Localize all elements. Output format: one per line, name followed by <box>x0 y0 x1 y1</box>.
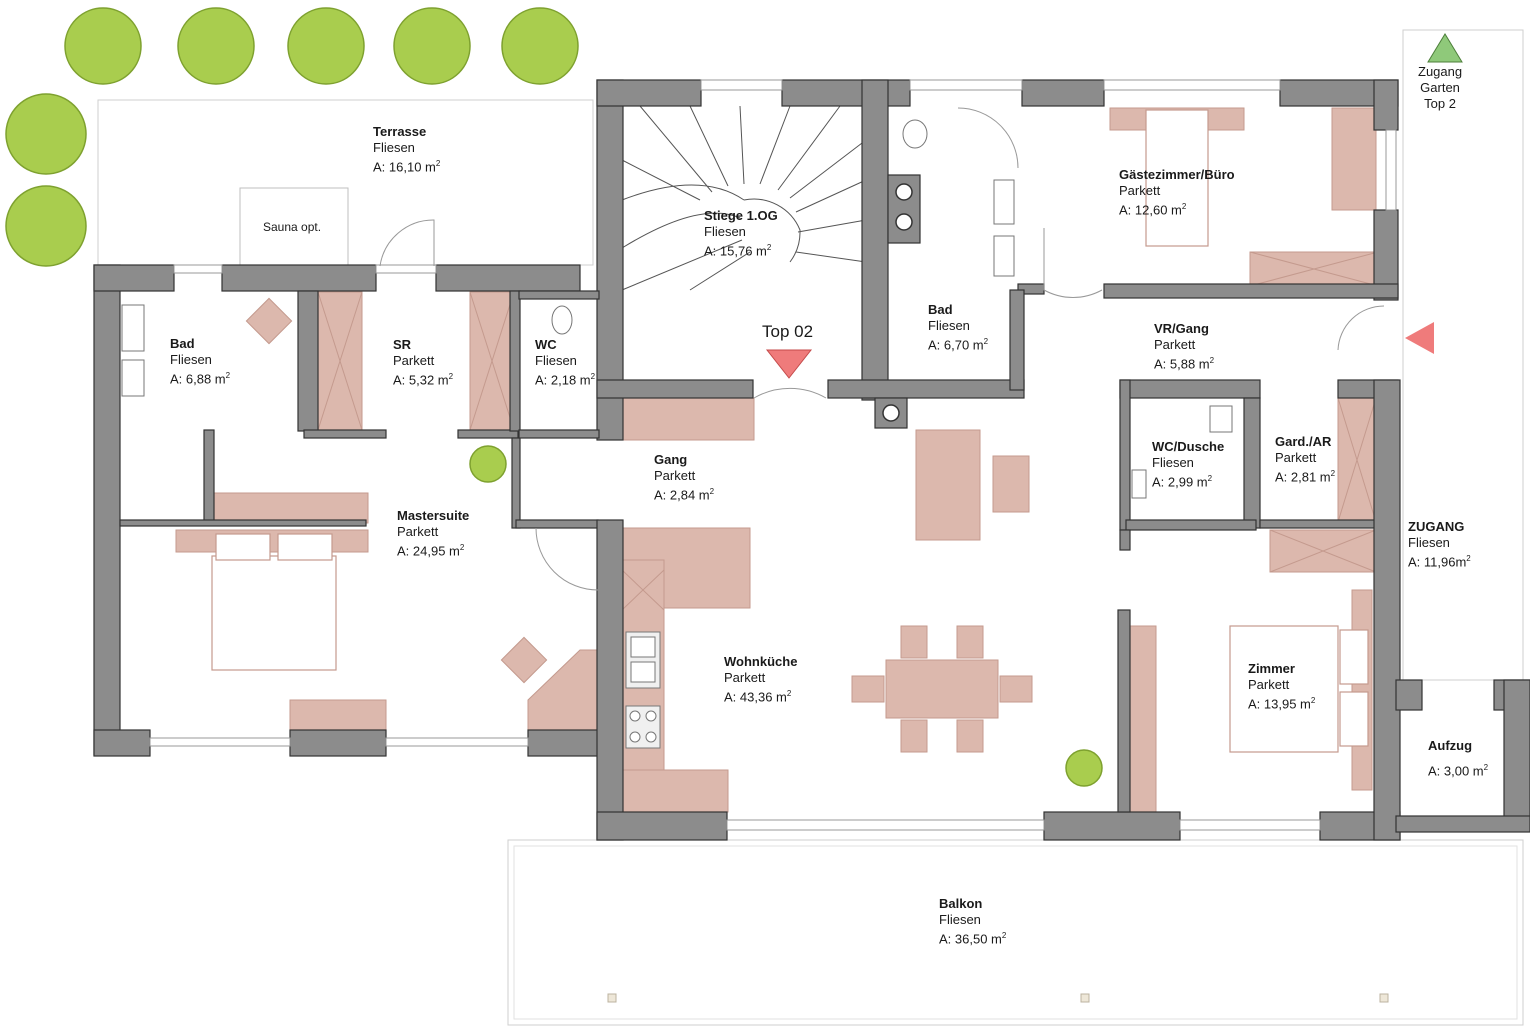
sauna-label: Sauna opt. <box>263 220 322 234</box>
master-pillow-2 <box>277 533 333 561</box>
room-label-zugang: ZUGANG Fliesen A: 11,96m2 <box>1408 519 1471 570</box>
chair-2 <box>956 625 984 659</box>
chair-5 <box>851 675 885 703</box>
shaft-circles <box>882 183 913 422</box>
room-label-gard: Gard./AR Parkett A: 2,81 m2 <box>1275 434 1336 485</box>
balkon-inner <box>513 845 1518 1020</box>
beds <box>211 109 1369 753</box>
room-label-gang: Gang Parkett A: 2,84 m2 <box>654 452 715 503</box>
walls <box>93 79 1530 841</box>
door-swings <box>379 107 1385 591</box>
wall-top-left <box>93 264 175 292</box>
room-label-wc: WC Fliesen A: 2,18 m2 <box>535 337 596 388</box>
dining-table <box>885 659 999 719</box>
zimmer-pillow-2 <box>1339 691 1369 747</box>
room-label-master: Mastersuite Parkett A: 24,95 m2 <box>397 508 470 559</box>
kitchen-appliances <box>625 631 661 749</box>
sofa <box>915 429 981 541</box>
room-label-stiege: Stiege 1.OG Fliesen A: 15,76 m2 <box>704 208 778 259</box>
balkon-posts <box>607 993 1389 1003</box>
zugang-area <box>1402 29 1524 681</box>
room-label-bad2: Bad Fliesen A: 6,70 m2 <box>928 302 989 353</box>
balkon-area <box>507 839 1524 1026</box>
chair-1 <box>900 625 928 659</box>
chair-4 <box>956 719 984 753</box>
wardrobe-crosses <box>317 251 1379 611</box>
fixtures <box>121 119 1233 499</box>
rotated-chairs <box>245 297 548 684</box>
wall-left-outer <box>93 264 121 756</box>
garden-access-label: Zugang Garten Top 2 <box>1418 64 1463 111</box>
zimmer-bed <box>1229 625 1339 753</box>
room-label-aufzug: Aufzug A: 3,00 m2 <box>1428 738 1489 779</box>
trees <box>5 7 1103 787</box>
room-label-balkon: Balkon Fliesen A: 36,50 m2 <box>939 896 1007 947</box>
chair-6 <box>999 675 1033 703</box>
room-label-zimmer: Zimmer Parkett A: 13,95 m2 <box>1248 661 1316 712</box>
gang-cabinet <box>621 397 755 441</box>
zimmer-pillow-1 <box>1339 629 1369 685</box>
side-entrance-arrow-icon <box>1405 322 1434 354</box>
tree-icon <box>5 7 1103 787</box>
master-divider <box>209 492 369 524</box>
master-bed-headboard <box>175 529 369 553</box>
chair-3 <box>900 719 928 753</box>
room-label-vrgang: VR/Gang Parkett A: 5,88 m2 <box>1154 321 1215 372</box>
room-label-terrasse: Terrasse Fliesen A: 16,10 m2 <box>373 124 441 175</box>
kitchen-bottom <box>621 769 729 813</box>
zimmer-wardrobe <box>1129 625 1157 813</box>
entrance-arrow-icon <box>765 349 813 379</box>
room-label-bad1: Bad Fliesen A: 6,88 m2 <box>170 336 231 387</box>
room-label-wcdusche: WC/Dusche Fliesen A: 2,99 m2 <box>1152 439 1225 490</box>
garden-access-icon <box>1427 33 1463 63</box>
stair-treads <box>621 105 867 291</box>
master-bench <box>289 699 387 731</box>
master-pillow-1 <box>215 533 271 561</box>
zimmer-nightstand <box>1351 589 1373 791</box>
master-bed <box>211 555 337 671</box>
gaeste-desk <box>1331 107 1377 211</box>
armchair <box>992 455 1030 513</box>
room-label-sr: SR Parkett A: 5,32 m2 <box>393 337 454 388</box>
room-label-wohnkueche: Wohnküche Parkett A: 43,36 m2 <box>724 654 798 705</box>
top02-label: Top 02 <box>762 322 814 341</box>
gaeste-bed <box>1145 109 1209 247</box>
terrasse-area <box>97 99 594 266</box>
windows <box>149 79 1397 831</box>
room-label-gaeste: Gästezimmer/Büro Parkett A: 12,60 m2 <box>1119 167 1235 218</box>
